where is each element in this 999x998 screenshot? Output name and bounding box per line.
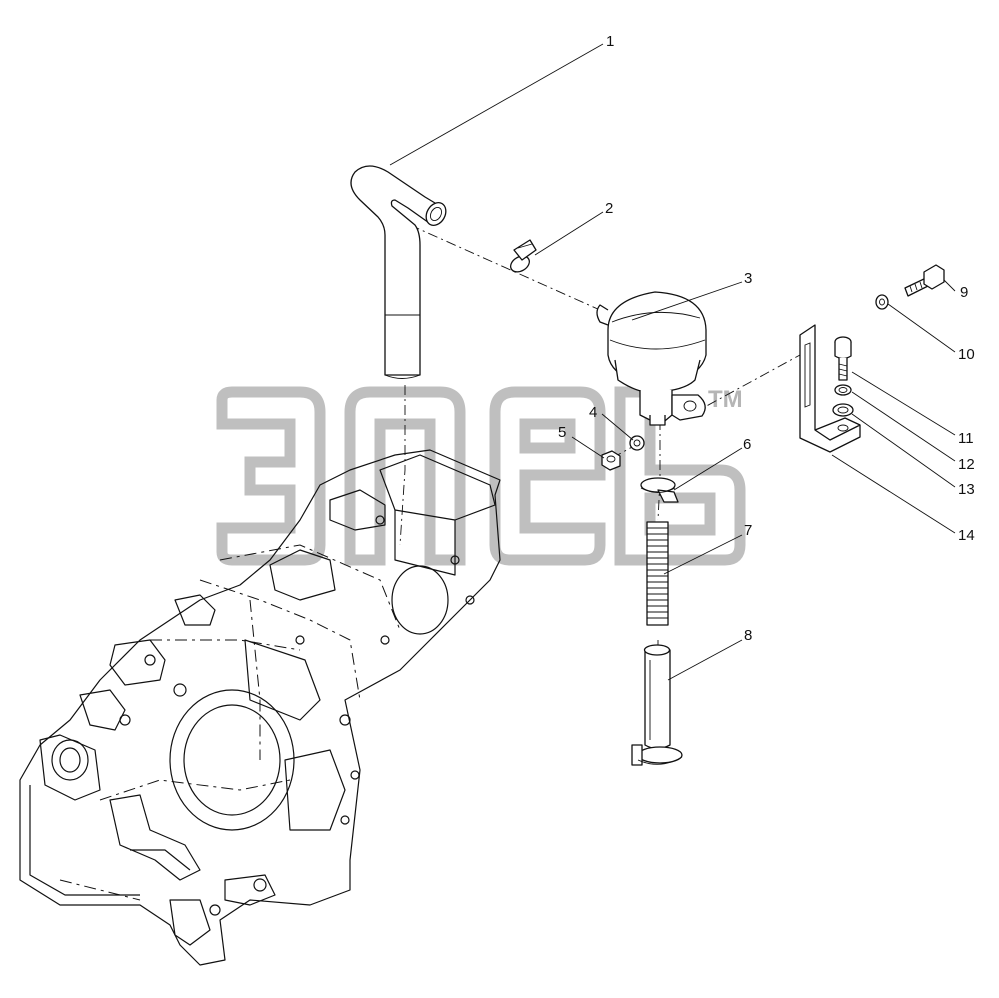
washer-13 bbox=[832, 403, 854, 417]
part-label-11: 11 bbox=[958, 430, 974, 447]
watermark-logo: TM bbox=[216, 386, 746, 566]
part-label-1: 1 bbox=[606, 33, 614, 50]
hose-clamp-lower bbox=[631, 744, 683, 766]
nut-5 bbox=[601, 450, 621, 471]
part-label-8: 8 bbox=[744, 627, 752, 644]
bolt-9 bbox=[904, 264, 945, 297]
hose-clamp-6 bbox=[640, 477, 679, 503]
part-label-9: 9 bbox=[960, 284, 968, 301]
gear-housing bbox=[19, 449, 501, 966]
part-label-10: 10 bbox=[958, 346, 975, 363]
washer-12 bbox=[834, 384, 852, 396]
cap-screw-11 bbox=[834, 336, 852, 381]
part-label-6: 6 bbox=[743, 436, 751, 453]
breather-hose bbox=[350, 165, 447, 379]
trademark-mark: TM bbox=[708, 386, 743, 413]
part-label-14: 14 bbox=[958, 527, 975, 544]
mounting-bracket bbox=[799, 324, 861, 453]
corrugated-hose bbox=[646, 521, 669, 626]
part-label-2: 2 bbox=[605, 200, 613, 217]
washer-4 bbox=[629, 435, 645, 451]
part-label-12: 12 bbox=[958, 456, 975, 473]
hose-clamp-small bbox=[510, 239, 537, 273]
leader-lines bbox=[389, 43, 956, 681]
part-labels: 1 2 3 4 5 6 7 8 9 10 11 12 13 14 bbox=[558, 33, 975, 644]
lock-washer-10 bbox=[875, 294, 889, 310]
part-label-7: 7 bbox=[744, 522, 752, 539]
part-label-13: 13 bbox=[958, 481, 975, 498]
straight-hose bbox=[643, 644, 671, 750]
part-label-3: 3 bbox=[744, 270, 752, 287]
part-label-5: 5 bbox=[558, 424, 566, 441]
oil-separator bbox=[596, 291, 707, 426]
part-label-4: 4 bbox=[589, 404, 597, 421]
